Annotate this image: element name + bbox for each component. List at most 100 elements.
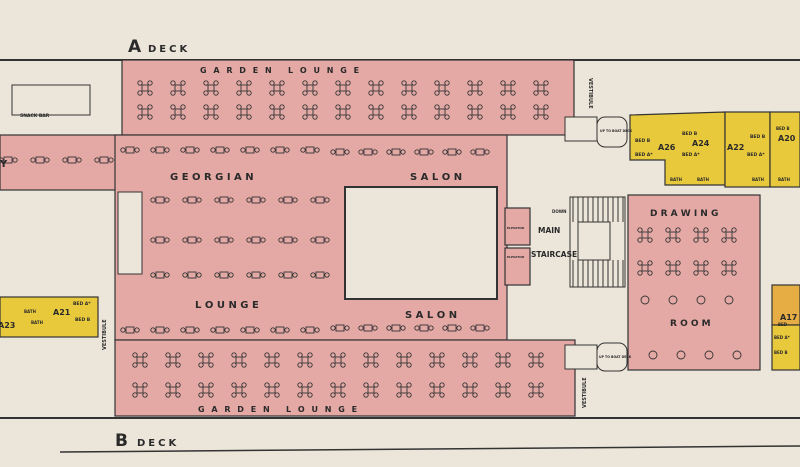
chair [164, 327, 170, 333]
chair [312, 114, 318, 120]
chair [470, 325, 476, 331]
chair [647, 270, 653, 276]
chair [345, 80, 351, 86]
chair [284, 147, 290, 153]
chair [477, 104, 483, 110]
cabin-a17-beds [771, 324, 800, 371]
chair [264, 382, 270, 388]
deck-bottom-letter: B [115, 431, 128, 451]
table [391, 324, 401, 332]
chair [444, 90, 450, 96]
chair [310, 272, 316, 278]
table [471, 108, 479, 116]
snack-bar-counter [11, 84, 91, 116]
chair [358, 149, 364, 155]
table [99, 156, 109, 164]
chair [228, 272, 234, 278]
deck-bottom-word: DECK [137, 438, 179, 449]
table [363, 324, 373, 332]
chair [344, 149, 350, 155]
chair [335, 90, 341, 96]
table [315, 236, 325, 244]
chair [150, 272, 156, 278]
table [273, 108, 281, 116]
table [141, 84, 149, 92]
table [504, 84, 512, 92]
chair [198, 382, 204, 388]
fireplace [117, 191, 143, 275]
chair [164, 147, 170, 153]
cabin-a23-bath: BATH [31, 320, 43, 325]
table [155, 326, 165, 334]
chair [444, 80, 450, 86]
chair [254, 147, 260, 153]
table [419, 324, 429, 332]
chair [528, 352, 534, 358]
table [725, 264, 733, 272]
chair [175, 392, 181, 398]
vestibule-top-label: VESTIBULE [587, 78, 593, 109]
chair [150, 197, 156, 203]
table [245, 146, 255, 154]
chair [495, 362, 501, 368]
armchair [676, 350, 686, 360]
chair [675, 237, 681, 243]
chair [175, 352, 181, 358]
cabin-a17 [771, 284, 800, 326]
chair [434, 90, 440, 96]
chair [307, 352, 313, 358]
table [466, 356, 474, 364]
chair [228, 237, 234, 243]
chair [175, 362, 181, 368]
chair [228, 197, 234, 203]
chair [731, 237, 737, 243]
chair [236, 104, 242, 110]
chair [721, 270, 727, 276]
chair [434, 80, 440, 86]
chair [472, 362, 478, 368]
deck-top-word: DECK [148, 44, 190, 55]
table [339, 108, 347, 116]
table [405, 84, 413, 92]
chair [703, 237, 709, 243]
chair [721, 237, 727, 243]
chair [434, 104, 440, 110]
chair [505, 392, 511, 398]
chair [675, 227, 681, 233]
table [367, 356, 375, 364]
chair [637, 237, 643, 243]
elevator-2-label: ELEVATOR [507, 255, 525, 259]
table [306, 84, 314, 92]
chair [44, 157, 50, 163]
cabin-a21-label: A21 [53, 308, 71, 317]
chair [142, 362, 148, 368]
chair [703, 270, 709, 276]
chair [203, 104, 209, 110]
chair [297, 382, 303, 388]
table [669, 231, 677, 239]
chair [240, 327, 246, 333]
chair [208, 362, 214, 368]
table [67, 156, 77, 164]
table [273, 84, 281, 92]
table [240, 108, 248, 116]
table [219, 236, 229, 244]
chair [477, 80, 483, 86]
table [400, 386, 408, 394]
table [125, 326, 135, 334]
chair [693, 270, 699, 276]
chair [314, 327, 320, 333]
table [315, 271, 325, 279]
chair [260, 237, 266, 243]
chair [182, 197, 188, 203]
chair [528, 392, 534, 398]
table [532, 356, 540, 364]
chair [477, 90, 483, 96]
chair [665, 237, 671, 243]
chair [456, 325, 462, 331]
chair [543, 90, 549, 96]
chair [142, 352, 148, 358]
chair [675, 260, 681, 266]
chair [378, 104, 384, 110]
chair [368, 90, 374, 96]
